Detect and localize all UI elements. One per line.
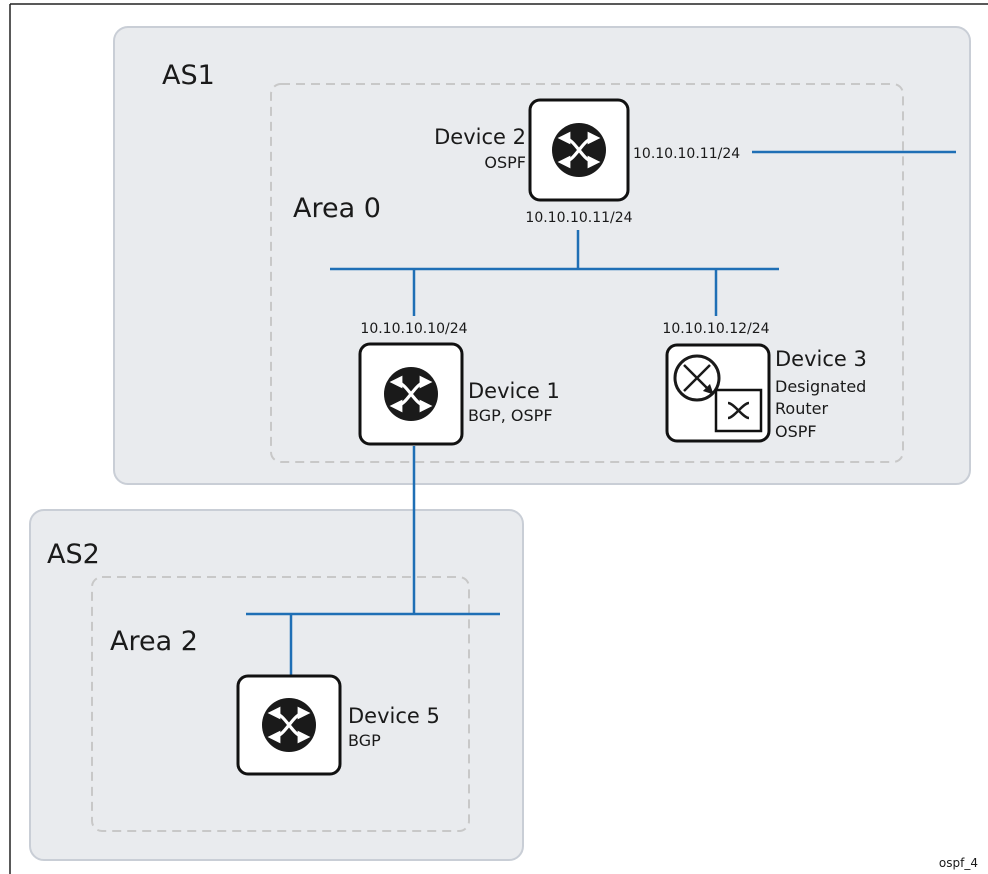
- as2-label: AS2: [47, 539, 100, 570]
- device-1[interactable]: [358, 342, 464, 446]
- area0-boundary: [270, 83, 904, 463]
- device-3[interactable]: [665, 343, 771, 443]
- device2-ip-south: 10.10.10.11/24: [525, 210, 632, 226]
- device5-protocols: BGP: [348, 731, 381, 750]
- device1-protocols: BGP, OSPF: [468, 406, 553, 425]
- device-5[interactable]: [236, 674, 342, 776]
- as1-label: AS1: [162, 60, 215, 91]
- area2-boundary: [91, 576, 470, 832]
- device-2[interactable]: [528, 98, 630, 202]
- network-links: [246, 150, 956, 675]
- device5-name: Device 5: [348, 704, 440, 728]
- device3-role-line2: Router: [775, 399, 828, 418]
- device2-protocols: OSPF: [484, 153, 526, 172]
- router-icon: [673, 354, 721, 402]
- device2-name: Device 2: [434, 125, 526, 149]
- switch-icon: [552, 123, 606, 177]
- figure-id: ospf_4: [939, 856, 978, 870]
- device1-name: Device 1: [468, 379, 560, 403]
- mini-switch-icon: [714, 388, 763, 433]
- device1-ip: 10.10.10.10/24: [360, 321, 467, 337]
- device3-name: Device 3: [775, 347, 867, 371]
- device3-ip: 10.10.10.12/24: [662, 321, 769, 337]
- device3-protocols: OSPF: [775, 422, 817, 441]
- switch-icon: [384, 367, 438, 421]
- device2-ip-east: 10.10.10.11/24: [633, 146, 740, 162]
- area0-label: Area 0: [293, 193, 381, 224]
- switch-icon: [262, 698, 316, 752]
- device3-role-line1: Designated: [775, 377, 866, 396]
- area2-label: Area 2: [110, 626, 198, 657]
